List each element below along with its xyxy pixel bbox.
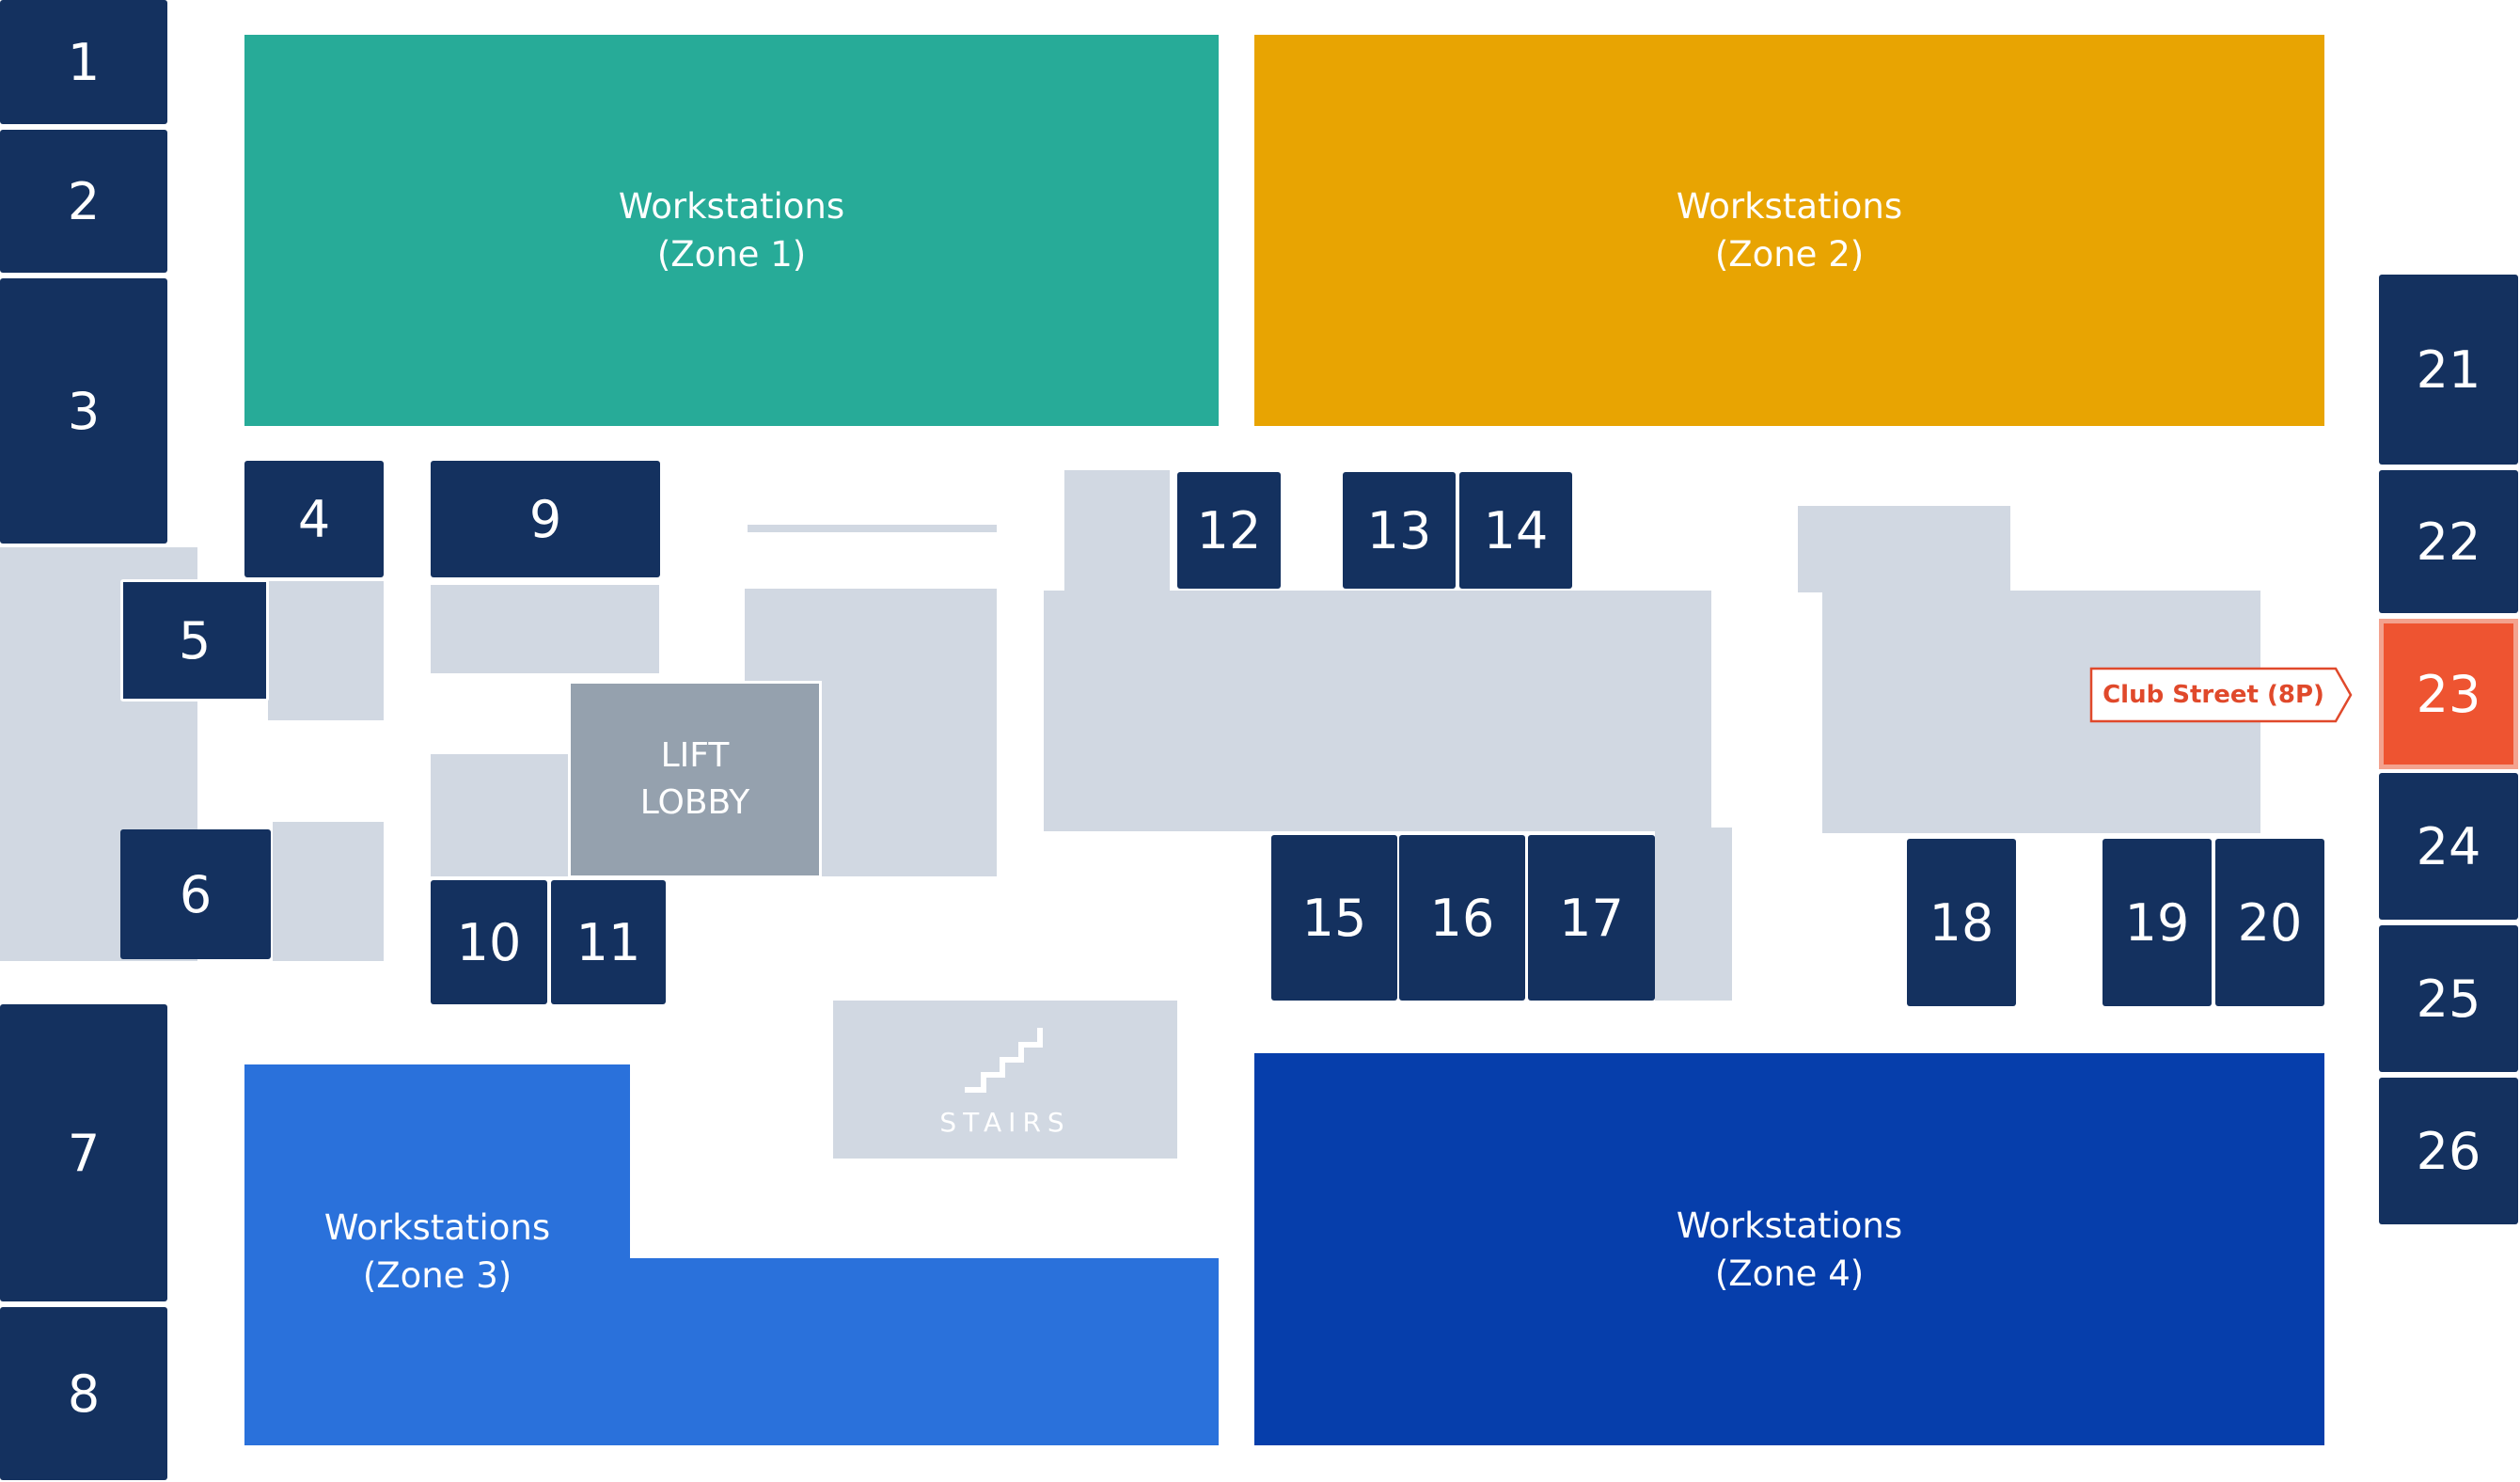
room-number: 14 bbox=[1483, 500, 1549, 560]
zone-1-workstations[interactable]: Workstations (Zone 1) bbox=[244, 35, 1219, 426]
room-number: 9 bbox=[528, 489, 562, 549]
room-9[interactable]: 9 bbox=[431, 461, 660, 577]
room-8[interactable]: 8 bbox=[0, 1307, 167, 1480]
corridor bbox=[1044, 591, 1711, 831]
room-number: 4 bbox=[297, 489, 331, 549]
corridor bbox=[1655, 828, 1732, 1001]
room-number: 3 bbox=[67, 381, 101, 441]
stairs-label: STAIRS bbox=[939, 1106, 1071, 1138]
room-number: 24 bbox=[2416, 816, 2481, 876]
zone-sub-label: (Zone 3) bbox=[362, 1255, 512, 1296]
room-18[interactable]: 18 bbox=[1907, 839, 2016, 1006]
room-number: 26 bbox=[2416, 1121, 2481, 1181]
room-12[interactable]: 12 bbox=[1177, 472, 1281, 589]
room-number: 1 bbox=[67, 32, 101, 92]
callout-arrow-icon bbox=[2089, 667, 2353, 723]
room-number: 2 bbox=[67, 171, 101, 231]
room-number: 7 bbox=[67, 1123, 101, 1183]
zone-sub-label: (Zone 1) bbox=[656, 234, 807, 275]
room-number: 17 bbox=[1559, 888, 1624, 948]
room-number: 8 bbox=[67, 1364, 101, 1424]
room-2[interactable]: 2 bbox=[0, 130, 167, 273]
lift-label-lobby: LOBBY bbox=[639, 783, 750, 822]
room-17[interactable]: 17 bbox=[1528, 835, 1655, 1001]
room-name-callout: Club Street (8P) bbox=[2089, 667, 2353, 723]
room-number: 11 bbox=[575, 912, 641, 972]
room-7[interactable]: 7 bbox=[0, 1004, 167, 1301]
room-5[interactable]: 5 bbox=[120, 579, 269, 702]
room-number: 13 bbox=[1366, 500, 1432, 560]
room-21[interactable]: 21 bbox=[2379, 275, 2518, 465]
selected-room-name: Club Street (8P) bbox=[2103, 681, 2324, 709]
corridor bbox=[748, 525, 997, 532]
zone-label: Workstations bbox=[323, 1207, 551, 1248]
zone-4-workstations[interactable]: Workstations (Zone 4) bbox=[1254, 1053, 2324, 1445]
room-number: 21 bbox=[2416, 339, 2481, 400]
room-number: 6 bbox=[179, 864, 213, 924]
room-19[interactable]: 19 bbox=[2103, 839, 2212, 1006]
room-6[interactable]: 6 bbox=[120, 829, 271, 959]
corridor bbox=[431, 585, 659, 673]
zone-label: Workstations bbox=[1676, 186, 1903, 227]
room-20[interactable]: 20 bbox=[2215, 839, 2324, 1006]
room-1[interactable]: 1 bbox=[0, 0, 167, 124]
room-number: 22 bbox=[2416, 512, 2481, 572]
room-24[interactable]: 24 bbox=[2379, 773, 2518, 920]
room-15[interactable]: 15 bbox=[1271, 835, 1397, 1001]
corridor bbox=[1798, 506, 2010, 592]
room-10[interactable]: 10 bbox=[431, 880, 547, 1004]
corridor bbox=[0, 547, 120, 961]
corridor bbox=[268, 581, 384, 720]
lift-label: LIFT bbox=[660, 736, 730, 775]
zone-sub-label: (Zone 2) bbox=[1714, 234, 1865, 275]
room-number: 20 bbox=[2237, 892, 2303, 953]
zone-3-workstations[interactable]: Workstations (Zone 3) bbox=[244, 1064, 630, 1445]
zone-label: Workstations bbox=[618, 186, 845, 227]
room-23-selected[interactable]: 23 bbox=[2379, 619, 2518, 769]
room-16[interactable]: 16 bbox=[1399, 835, 1525, 1001]
room-number: 16 bbox=[1429, 888, 1495, 948]
room-number: 12 bbox=[1196, 500, 1262, 560]
room-number: 25 bbox=[2416, 969, 2481, 1029]
corridor bbox=[1064, 470, 1170, 592]
room-number: 10 bbox=[456, 912, 522, 972]
room-number: 23 bbox=[2416, 664, 2481, 724]
lift-lobby: LIFT LOBBY bbox=[568, 681, 822, 878]
zone-label: Workstations bbox=[1676, 1205, 1903, 1246]
zone-2-workstations[interactable]: Workstations (Zone 2) bbox=[1254, 35, 2324, 426]
corridor bbox=[120, 547, 197, 575]
room-25[interactable]: 25 bbox=[2379, 925, 2518, 1072]
stairs: STAIRS bbox=[833, 1001, 1177, 1159]
room-number: 19 bbox=[2124, 892, 2190, 953]
room-26[interactable]: 26 bbox=[2379, 1078, 2518, 1224]
corridor bbox=[431, 754, 569, 876]
room-number: 18 bbox=[1929, 892, 1994, 953]
room-22[interactable]: 22 bbox=[2379, 470, 2518, 613]
room-13[interactable]: 13 bbox=[1343, 472, 1456, 589]
corridor bbox=[273, 822, 384, 961]
zone-sub-label: (Zone 4) bbox=[1714, 1253, 1865, 1294]
room-4[interactable]: 4 bbox=[244, 461, 384, 577]
room-14[interactable]: 14 bbox=[1459, 472, 1572, 589]
stairs-icon bbox=[965, 1027, 1043, 1093]
room-3[interactable]: 3 bbox=[0, 278, 167, 544]
zone-3-extension[interactable] bbox=[628, 1258, 1219, 1445]
room-number: 5 bbox=[178, 610, 212, 670]
room-number: 15 bbox=[1301, 888, 1367, 948]
room-11[interactable]: 11 bbox=[551, 880, 666, 1004]
